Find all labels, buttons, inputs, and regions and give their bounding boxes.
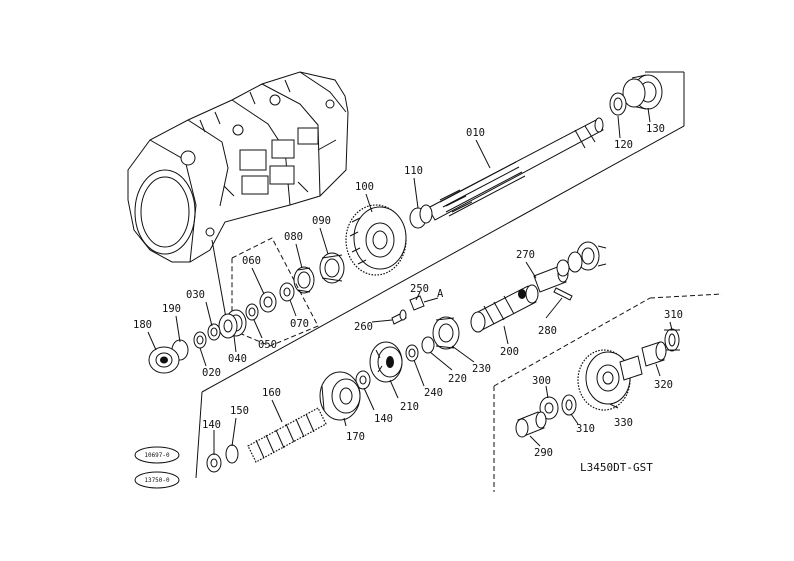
bearing-040 bbox=[218, 309, 247, 339]
ring-120 bbox=[609, 92, 627, 116]
label-100: 100 bbox=[355, 181, 374, 193]
part-labels: 010 020 030 040 050 060 070 080 090 100 … bbox=[133, 123, 683, 459]
label-050: 050 bbox=[258, 339, 277, 351]
subassembly-frame bbox=[493, 293, 723, 492]
ring-150 bbox=[225, 444, 239, 464]
label-330: 330 bbox=[614, 417, 633, 429]
axis-frame bbox=[195, 71, 685, 479]
label-090: 090 bbox=[312, 215, 331, 227]
washer-060 bbox=[259, 291, 277, 313]
leader-lines bbox=[147, 107, 673, 455]
label-080: 080 bbox=[284, 231, 303, 243]
shaft-spline bbox=[439, 161, 526, 217]
label-160: 160 bbox=[262, 387, 281, 399]
label-250: 250 bbox=[410, 283, 429, 295]
bell-170 bbox=[319, 371, 361, 421]
bushing-320 bbox=[641, 341, 667, 367]
ring-140-low bbox=[206, 453, 222, 473]
bearing-080 bbox=[293, 266, 315, 294]
label-010: 010 bbox=[466, 127, 485, 139]
label-310-low: 310 bbox=[576, 423, 595, 435]
washer-220 bbox=[421, 336, 435, 354]
label-040: 040 bbox=[228, 353, 247, 365]
bearing-230 bbox=[432, 316, 460, 350]
pin-280 bbox=[553, 287, 573, 301]
needle-310-top bbox=[664, 328, 680, 352]
label-070: 070 bbox=[290, 318, 309, 330]
label-060: 060 bbox=[242, 255, 261, 267]
label-detail-A: A bbox=[437, 288, 444, 300]
shaft-200 bbox=[470, 284, 539, 333]
label-200: 200 bbox=[500, 346, 519, 358]
spring-160 bbox=[247, 407, 327, 463]
hub-210 bbox=[369, 341, 403, 383]
label-170: 170 bbox=[346, 431, 365, 443]
label-260: 260 bbox=[354, 321, 373, 333]
label-110: 110 bbox=[404, 165, 423, 177]
gear-330 bbox=[577, 349, 643, 411]
label-140-mid: 140 bbox=[374, 413, 393, 425]
bearing-270-end bbox=[556, 241, 607, 277]
needle-310-low bbox=[561, 394, 577, 416]
transmission-housing bbox=[127, 71, 349, 263]
label-020: 020 bbox=[202, 367, 221, 379]
collar-290 bbox=[515, 411, 547, 438]
washer-070 bbox=[279, 282, 295, 302]
collar-110 bbox=[409, 204, 433, 229]
label-320: 320 bbox=[654, 379, 673, 391]
label-230: 230 bbox=[472, 363, 491, 375]
label-150: 150 bbox=[230, 405, 249, 417]
label-210: 210 bbox=[400, 401, 419, 413]
label-180: 180 bbox=[133, 319, 152, 331]
label-220: 220 bbox=[448, 373, 467, 385]
label-300: 300 bbox=[532, 375, 551, 387]
label-290: 290 bbox=[534, 447, 553, 459]
main-shaft bbox=[427, 117, 604, 221]
washer-020 bbox=[193, 331, 207, 349]
label-120: 120 bbox=[614, 139, 633, 151]
ring-140-mid bbox=[355, 370, 371, 390]
label-280: 280 bbox=[538, 325, 557, 337]
label-130: 130 bbox=[646, 123, 665, 135]
serial-badge-2-text: 13750-0 bbox=[144, 477, 170, 484]
seal-180 bbox=[148, 346, 180, 374]
key-250 bbox=[409, 295, 439, 311]
label-140-low: 140 bbox=[202, 419, 221, 431]
label-190: 190 bbox=[162, 303, 181, 315]
label-310-top: 310 bbox=[664, 309, 683, 321]
bearing-130 bbox=[622, 74, 663, 110]
bearing-090 bbox=[319, 252, 345, 284]
label-270: 270 bbox=[516, 249, 535, 261]
label-240: 240 bbox=[424, 387, 443, 399]
serial-badge-1-text: 10697-0 bbox=[144, 452, 170, 459]
serial-badge-2: 13750-0 bbox=[134, 471, 180, 489]
ring-240 bbox=[405, 344, 419, 362]
model-code: L3450DT-GST bbox=[580, 461, 653, 474]
gear-100 bbox=[345, 204, 407, 276]
ring-050 bbox=[245, 303, 259, 321]
bolt-260 bbox=[391, 309, 407, 325]
washer-030 bbox=[207, 323, 221, 341]
label-030: 030 bbox=[186, 289, 205, 301]
serial-badge-1: 10697-0 bbox=[134, 446, 180, 464]
